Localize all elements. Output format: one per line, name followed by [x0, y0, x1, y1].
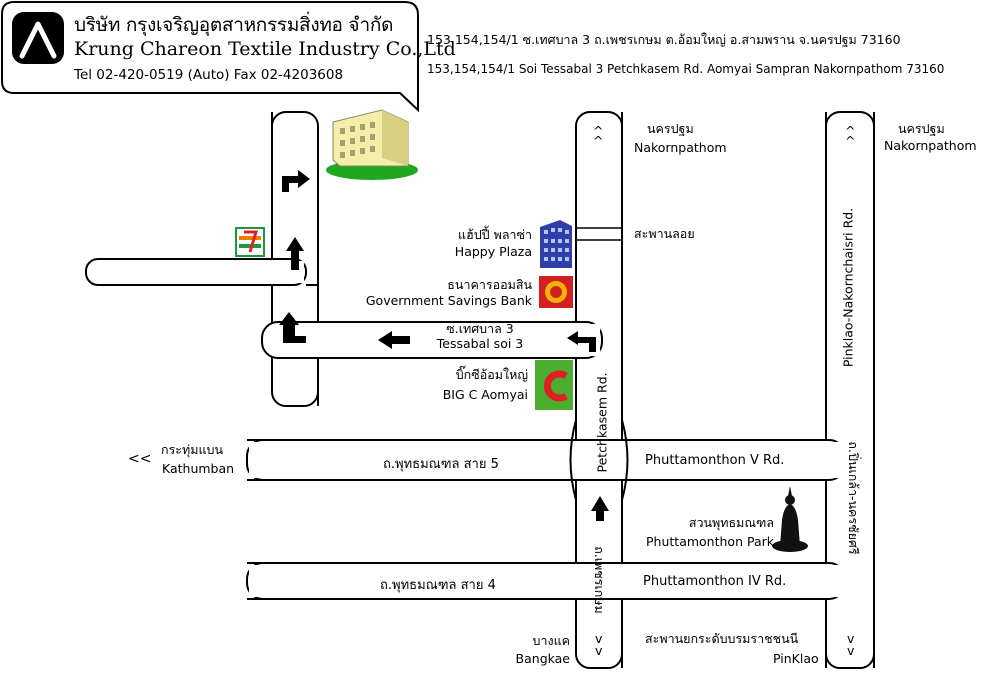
- factory-building-icon: [326, 109, 418, 180]
- phutta5-th: ถ.พุทธมณฑล สาย 5: [383, 457, 499, 472]
- petchkasem-up-mark-2: ^: [593, 133, 604, 148]
- arrow-left-icon: [378, 331, 410, 349]
- nakornpathom-th-1: นครปฐม: [647, 121, 694, 136]
- address-th: 153,154,154/1 ซ.เทศบาล 3 ถ.เพชรเกษม ต.อ้…: [427, 32, 901, 47]
- bangkae-th: บางแค: [532, 633, 570, 648]
- happy-plaza-building-icon: [540, 220, 572, 268]
- pedestrian-bridge: [576, 227, 622, 241]
- happy-plaza-th: แฮ้ปปี้ พลาซ่า: [458, 227, 532, 242]
- buddha-statue-icon: [772, 486, 808, 552]
- pedestrian-bridge-label: สะพานลอย: [634, 226, 695, 241]
- turn-up-arrow-icon: [279, 312, 306, 343]
- bangkae-en: Bangkae: [515, 651, 570, 666]
- bank-th: ธนาคารออมสิน: [447, 277, 532, 292]
- pinklao-th-label: ถ.ปิ่นเกล้า-นครชัยศรี: [846, 441, 861, 555]
- company-name-th: บริษัท กรุงเจริญอุตสาหกรรมสิ่งทอ จำกัด: [74, 14, 394, 36]
- tessabal-soi-en: Tessabal soi 3: [436, 336, 524, 351]
- pinklao-bridge-th: สะพานยกระดับบรมราชชนนี: [645, 631, 799, 646]
- arrow-up-petchkasem-icon: [591, 496, 609, 521]
- pinklao-en: PinKlao: [773, 651, 819, 666]
- kathumban-left-mark: <<: [128, 451, 152, 467]
- pinklao-down-mark: v: [847, 631, 855, 646]
- tessabal-soi-th: ซ.เทศบาล 3: [446, 321, 514, 336]
- petchkasem-down-mark: v: [595, 631, 603, 646]
- nakornpathom-en-2: Nakornpathom: [884, 138, 977, 153]
- nakornpathom-en-1: Nakornpathom: [634, 140, 727, 155]
- phutta4-en: Phuttamonthon IV Rd.: [643, 574, 787, 589]
- petchkasem-en-label: Petchkasem Rd.: [594, 372, 610, 473]
- arrow-up-icon: [286, 237, 304, 270]
- address-en: 153,154,154/1 Soi Tessabal 3 Petchkasem …: [427, 62, 945, 76]
- petchkasem-th-label: ถ.เพชรเกษม: [592, 546, 607, 614]
- bank-en: Government Savings Bank: [365, 293, 532, 308]
- company-callout-box: [1, 1, 419, 113]
- bigc-th: บิ๊กซีอ้อมใหญ่: [455, 367, 528, 382]
- company-logo-icon: [12, 12, 64, 64]
- turn-left-arrow-icon: [567, 331, 596, 352]
- park-th: สวนพุทธมณฑล: [688, 515, 774, 530]
- company-name-en: Krung Chareon Textile Industry Co.,Ltd: [74, 38, 456, 60]
- pinklao-down-mark-2: v: [847, 643, 855, 658]
- pinklao-up-mark-2: ^: [845, 133, 856, 148]
- nakornpathom-th-2: นครปฐม: [898, 121, 945, 136]
- pinklao-en-label: Pinklao-Nakornchaisri Rd.: [840, 207, 856, 368]
- park-en: Phuttamonthon Park: [646, 534, 774, 549]
- route-arrows: [279, 170, 609, 521]
- company-phone: Tel 02-420-0519 (Auto) Fax 02-4203608: [74, 67, 344, 83]
- kathumban-en: Kathumban: [162, 461, 235, 476]
- bigc-en: BIG C Aomyai: [442, 387, 528, 402]
- bigc-logo-icon: [535, 360, 573, 410]
- phutta5-en: Phuttamonthon V Rd.: [645, 453, 785, 468]
- pinklao-up-mark: ^: [845, 123, 856, 138]
- kathumban-th: กระทุ่มแบน: [161, 442, 224, 457]
- petchkasem-up-mark: ^: [593, 123, 604, 138]
- left-spur-road: [85, 258, 307, 286]
- happy-plaza-en: Happy Plaza: [454, 244, 532, 259]
- turn-right-arrow-icon: [282, 170, 310, 192]
- seven-eleven-logo-icon: [235, 227, 265, 257]
- petchkasem-down-mark-2: v: [595, 643, 603, 658]
- phutta4-th: ถ.พุทธมณฑล สาย 4: [380, 578, 496, 593]
- bank-logo-icon: [539, 276, 573, 308]
